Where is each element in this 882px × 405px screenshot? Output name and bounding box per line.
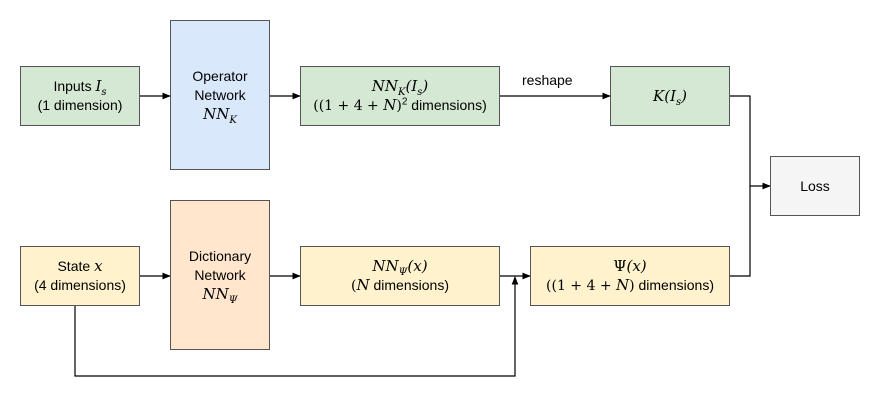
nnpsi-output-title: NNΨ(x) — [372, 256, 428, 278]
inputs-title: Inputs Is — [53, 77, 107, 98]
operator-network-node: Operator Network NNK — [170, 20, 270, 170]
state-title: State x — [57, 257, 103, 275]
reshape-label: reshape — [522, 72, 573, 88]
psi-x-title: Ψ(x) — [613, 256, 647, 275]
nnk-output-detail: ((1 + 4 + N)2 dimensions) — [313, 95, 487, 114]
loss-label: Loss — [800, 177, 830, 194]
operator-line1: Operator — [192, 67, 248, 84]
dictionary-network-node: Dictionary Network NNΨ — [170, 200, 270, 350]
arrow-psi-to-loss — [730, 186, 751, 277]
arrow-k-to-loss — [730, 95, 771, 190]
operator-symbol: NNK — [203, 104, 237, 126]
k-is-title: K(Is) — [653, 86, 687, 108]
loss-node: Loss — [770, 156, 860, 216]
nnk-output-node: NNK(Is) ((1 + 4 + N)2 dimensions) — [300, 66, 500, 126]
dictionary-line1: Dictionary — [188, 247, 252, 264]
dictionary-symbol: NNΨ — [202, 284, 238, 306]
nnk-output-title: NNK(Is) — [371, 76, 429, 98]
psi-x-detail: ((1 + 4 + N) dimensions) — [546, 275, 714, 294]
inputs-node: Inputs Is (1 dimension) — [20, 66, 140, 126]
state-node: State x (4 dimensions) — [20, 246, 140, 306]
k-is-node: K(Is) — [610, 66, 730, 126]
operator-line2: Network — [194, 86, 246, 103]
nnpsi-output-node: NNΨ(x) (N dimensions) — [300, 246, 500, 306]
dictionary-line2: Network — [194, 266, 246, 283]
nnpsi-output-detail: (N dimensions) — [351, 275, 449, 294]
arrow-state-bypass — [74, 276, 519, 377]
inputs-detail: (1 dimension) — [37, 97, 123, 113]
psi-x-node: Ψ(x) ((1 + 4 + N) dimensions) — [530, 246, 730, 306]
state-detail: (4 dimensions) — [34, 277, 126, 293]
